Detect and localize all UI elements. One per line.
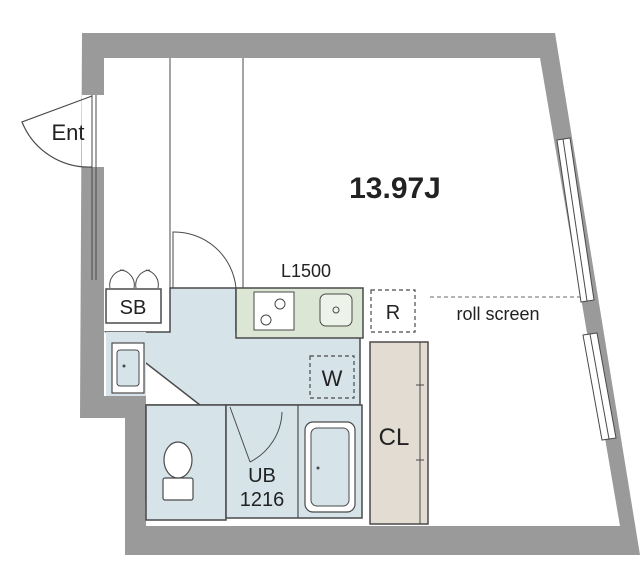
unit-bath	[225, 404, 363, 519]
roll-screen-label: roll screen	[456, 304, 539, 324]
washer-space	[309, 355, 355, 399]
kitchen-counter	[235, 287, 364, 339]
fridge-label: R	[386, 302, 400, 324]
window-upper	[556, 137, 595, 303]
shoe-box	[105, 269, 162, 324]
entrance-label: Ent	[51, 120, 84, 145]
fridge-space	[370, 289, 416, 333]
area-label: 13.97J	[349, 172, 441, 205]
closet	[369, 341, 429, 525]
toilet	[162, 441, 194, 501]
closet-label: CL	[379, 424, 410, 451]
wash-basin	[111, 342, 145, 394]
entrance-opening	[82, 95, 104, 167]
shoe-box-label: SB	[120, 297, 147, 319]
outer-wall	[80, 33, 640, 555]
window-lower	[582, 332, 617, 441]
kitchen-label: L1500	[281, 261, 331, 281]
bath-label-line2: 1216	[240, 489, 285, 511]
washer-label: W	[322, 366, 343, 391]
washroom-door-swing	[172, 231, 237, 289]
entrance-door-swing	[21, 95, 93, 168]
bath-label-line1: UB	[248, 465, 276, 487]
